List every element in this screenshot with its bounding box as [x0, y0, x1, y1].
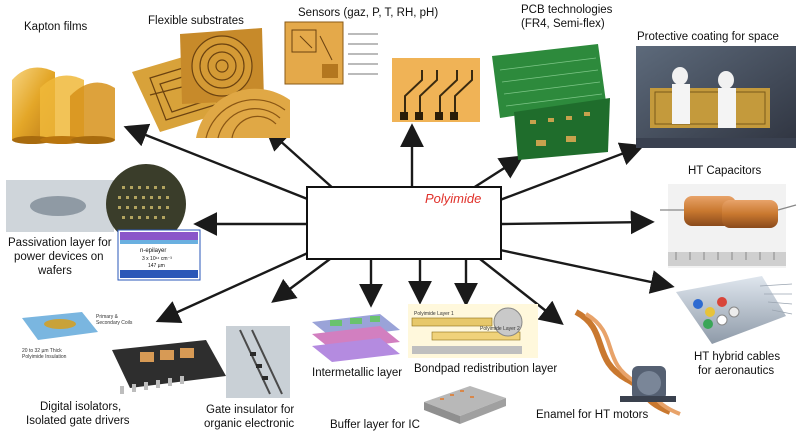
bondpad-layer2-text: Polyimide Layer 1 — [414, 311, 454, 317]
bondpad-layer1-text: Polyimide Layer 2 — [480, 326, 520, 332]
label-ht-capacitors: HT Capacitors — [688, 165, 762, 177]
flexible-substrates-image — [132, 28, 290, 139]
npp-doping-text: 3 x 10¹⁴ cm⁻³ — [142, 256, 172, 262]
npp-title-text: n-epilayer — [140, 248, 166, 254]
arrow-flexible — [264, 126, 336, 191]
label-buffer-layer: Buffer layer for IC — [330, 419, 420, 431]
label-ht-cables-line2: for aeronautics — [698, 365, 775, 377]
ht-capacitors-image — [660, 184, 797, 268]
arrow-cables — [499, 248, 675, 294]
buffer-ic-image — [424, 386, 506, 424]
pcb-image — [492, 44, 610, 160]
polyimide-title: Polyimide — [425, 191, 482, 206]
arrow-kapton — [123, 123, 311, 202]
digital-isolators-image: Primary & Secondary Coils 20 to 32 µm Th… — [22, 312, 226, 394]
iso-insulation-text: Polyimide Insulation — [22, 354, 67, 360]
label-digital-isolators-line2: Isolated gate drivers — [26, 415, 130, 427]
arrow-enamel — [479, 258, 564, 325]
iso-primary-text: Primary & — [96, 314, 119, 320]
polyimide-center-box — [306, 186, 502, 260]
bondpad-image: Polyimide Layer 1 Polyimide Layer 2 — [408, 304, 538, 358]
passivation-image: n-epilayer 3 x 10¹⁴ cm⁻³ 147 µm — [6, 164, 201, 281]
label-passivation-line3: wafers — [38, 265, 72, 277]
label-flexible-substrates: Flexible substrates — [148, 15, 244, 27]
arrow-pcb — [469, 155, 525, 192]
npp-thickness-text: 147 µm — [148, 263, 165, 269]
label-kapton-films: Kapton films — [24, 21, 88, 33]
intermetallic-image — [312, 314, 400, 362]
kapton-films-image — [8, 64, 120, 144]
arrows — [123, 123, 675, 325]
label-ht-cables-line1: HT hybrid cables — [694, 351, 781, 363]
label-gate-insulator-line1: Gate insulator for — [206, 404, 295, 416]
arrow-capacitors — [501, 210, 655, 235]
arrow-gate — [271, 258, 331, 303]
gate-insulator-image — [226, 326, 290, 398]
label-sensors: Sensors (gaz, P, T, RH, pH) — [298, 7, 439, 19]
label-bondpad: Bondpad redistribution layer — [414, 363, 558, 375]
label-pcb-line2: (FR4, Semi-flex) — [521, 18, 605, 30]
iso-thickness-text: 20 to 32 µm Thick — [22, 348, 62, 354]
label-passivation-line1: Passivation layer for — [8, 237, 112, 249]
label-intermetallic: Intermetallic layer — [312, 367, 403, 379]
label-passivation-line2: power devices on — [14, 251, 104, 263]
ht-cables-image — [676, 276, 793, 344]
arrow-digital — [155, 250, 311, 324]
iso-secondary-text: Secondary Coils — [96, 320, 133, 326]
label-enamel: Enamel for HT motors — [536, 409, 649, 421]
arrow-protective — [499, 142, 645, 202]
sensors-image — [284, 21, 480, 122]
label-digital-isolators-line1: Digital isolators, — [40, 401, 122, 413]
label-gate-insulator-line2: organic electronic — [204, 418, 295, 430]
enamel-motors-image — [574, 309, 681, 416]
label-protective-coating: Protective coating for space — [637, 31, 779, 43]
label-pcb-line1: PCB technologies — [521, 4, 613, 16]
space-coating-image — [636, 46, 796, 148]
